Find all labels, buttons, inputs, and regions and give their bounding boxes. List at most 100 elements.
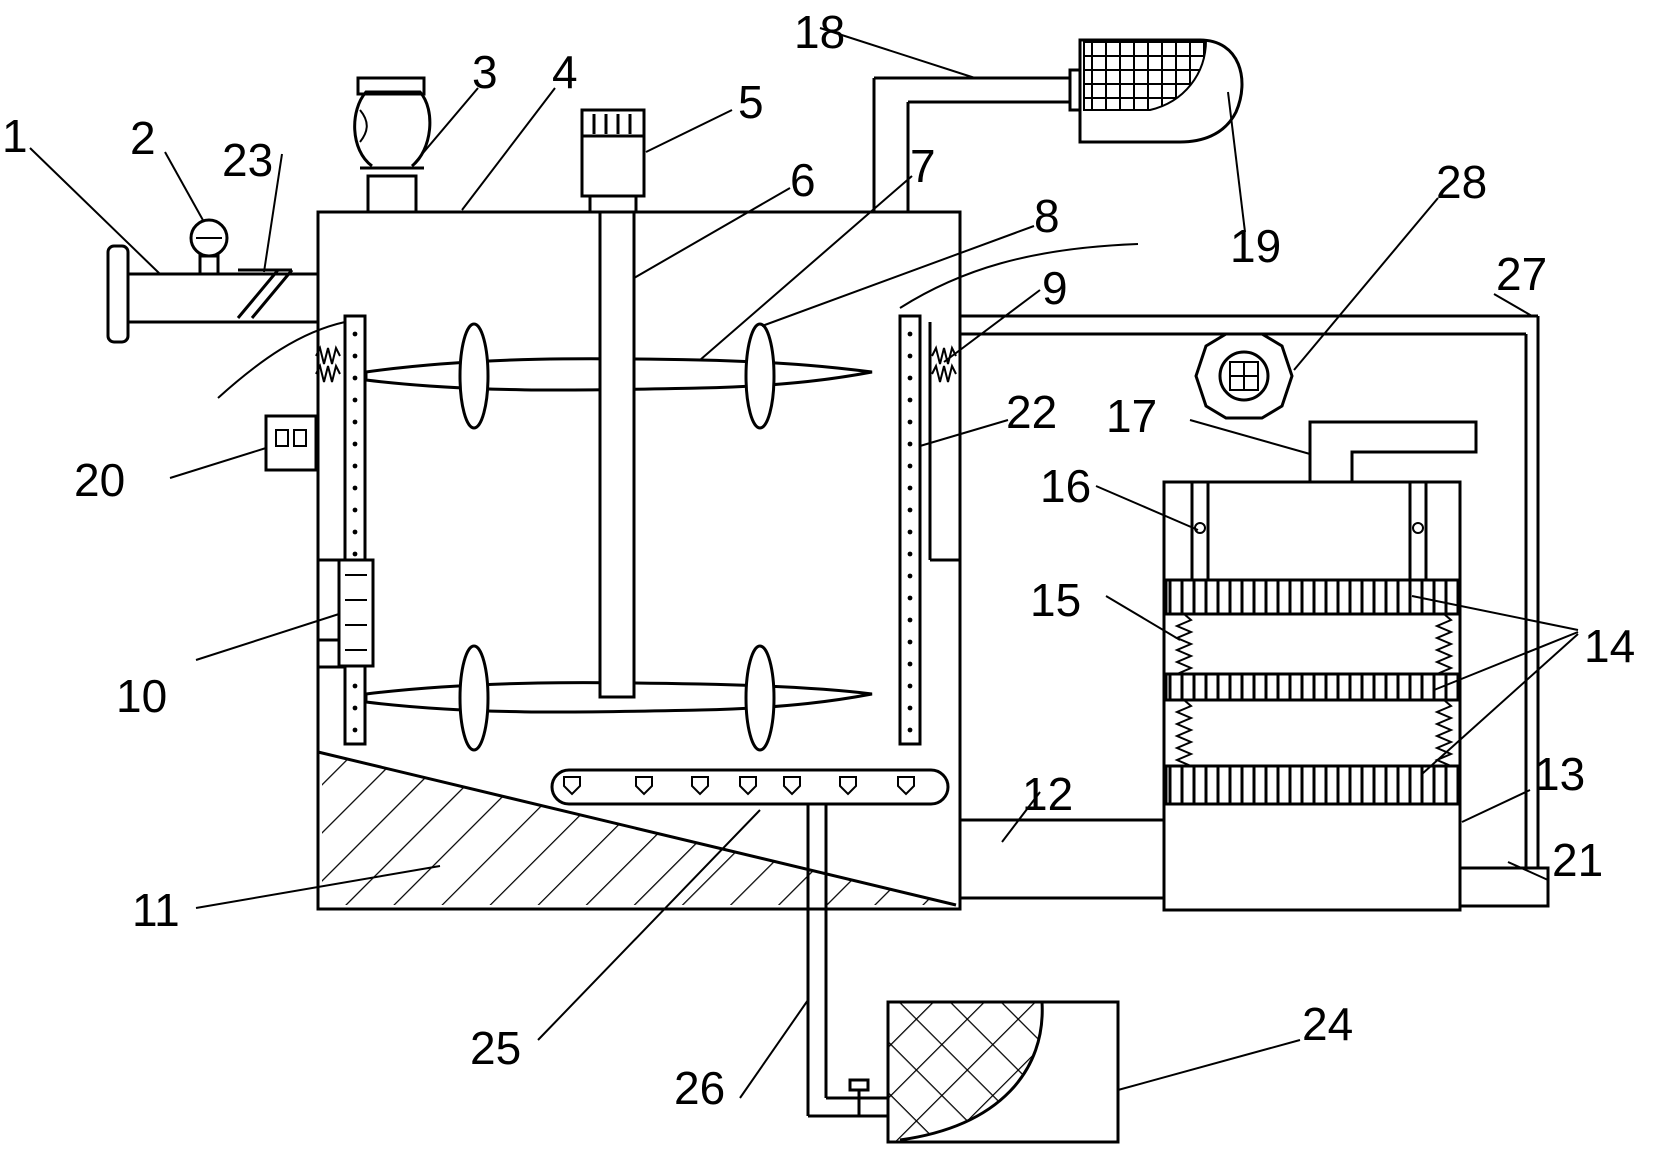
inlet-valve xyxy=(236,268,294,319)
callout-label-2: 2 xyxy=(130,112,156,164)
heating-dot xyxy=(907,639,913,645)
buffer-spring xyxy=(1434,699,1454,767)
leader-line xyxy=(1293,197,1439,371)
heating-dot xyxy=(907,573,913,579)
spray-nozzles xyxy=(563,776,915,796)
leader-line xyxy=(1117,1039,1301,1091)
heating-dot xyxy=(907,331,913,337)
leader-line xyxy=(943,289,1041,363)
heating-dot xyxy=(907,727,913,733)
viewing-window xyxy=(337,558,375,668)
leader-line xyxy=(263,153,283,273)
heating-dot xyxy=(907,529,913,535)
spray-nozzle xyxy=(897,776,915,796)
leader-lines xyxy=(29,27,1579,1099)
heating-dots xyxy=(352,331,913,733)
leader-line xyxy=(645,109,733,153)
support-base xyxy=(1458,866,1550,908)
callout-label-27: 27 xyxy=(1496,248,1547,300)
leader-line xyxy=(164,151,205,223)
callout-label-16: 16 xyxy=(1040,460,1091,512)
leader-line xyxy=(537,809,761,1041)
heating-dot xyxy=(352,485,358,491)
leader-line xyxy=(169,447,267,479)
pressure-gauge xyxy=(189,218,229,276)
exhaust-fan xyxy=(1068,38,1244,144)
heating-dot xyxy=(907,419,913,425)
heating-dot xyxy=(352,727,358,733)
callout-label-4: 4 xyxy=(552,46,578,98)
leader-line xyxy=(633,187,791,279)
stirring-paddles xyxy=(364,210,873,752)
callout-label-25: 25 xyxy=(470,1022,521,1074)
callout-label-3: 3 xyxy=(472,46,498,98)
callout-label-10: 10 xyxy=(116,670,167,722)
callout-label-26: 26 xyxy=(674,1062,725,1114)
leader-line xyxy=(195,613,340,661)
heating-dot xyxy=(907,683,913,689)
callout-label-5: 5 xyxy=(738,76,764,128)
buffer-spring xyxy=(1434,613,1454,675)
heating-dot xyxy=(907,617,913,623)
inlet-pipe xyxy=(106,218,318,344)
callout-label-22: 22 xyxy=(1006,386,1057,438)
heating-dot xyxy=(352,331,358,337)
callout-label-23: 23 xyxy=(222,134,273,186)
heating-dot xyxy=(352,705,358,711)
heating-dot xyxy=(907,595,913,601)
main-tank xyxy=(217,210,1139,911)
callout-label-20: 20 xyxy=(74,454,125,506)
leader-line xyxy=(1095,485,1199,531)
leader-line xyxy=(1507,861,1549,881)
heating-dot xyxy=(907,661,913,667)
vibration-springs xyxy=(315,345,957,383)
callout-label-1: 1 xyxy=(2,110,28,162)
leader-line xyxy=(195,865,441,909)
circulation-fan xyxy=(1194,332,1294,420)
leader-line xyxy=(1421,633,1579,775)
exhaust-duct xyxy=(872,76,1078,212)
spray-nozzle xyxy=(783,776,801,796)
leader-line xyxy=(1189,419,1311,455)
callout-label-19: 19 xyxy=(1230,220,1281,272)
callout-label-8: 8 xyxy=(1034,190,1060,242)
leader-line xyxy=(1001,791,1041,843)
heating-dot xyxy=(907,551,913,557)
callout-label-17: 17 xyxy=(1106,390,1157,442)
leader-line xyxy=(1105,595,1181,641)
leader-line xyxy=(411,87,479,167)
callout-label-7: 7 xyxy=(910,140,936,192)
heating-dot xyxy=(907,485,913,491)
spray-nozzle xyxy=(691,776,709,796)
heating-dot xyxy=(907,705,913,711)
callout-label-28: 28 xyxy=(1436,156,1487,208)
callout-label-24: 24 xyxy=(1302,998,1353,1050)
buffer-spring xyxy=(1174,613,1194,675)
leader-line xyxy=(1493,293,1533,317)
callout-label-11: 11 xyxy=(132,884,180,936)
callout-label-9: 9 xyxy=(1042,262,1068,314)
leader-line xyxy=(1411,595,1579,631)
heating-dot xyxy=(352,375,358,381)
spray-nozzle xyxy=(635,776,653,796)
drying-box xyxy=(1162,480,1462,912)
control-panel xyxy=(264,414,318,472)
heating-dot xyxy=(352,441,358,447)
heating-dot xyxy=(907,441,913,447)
leader-line xyxy=(1227,91,1246,233)
leader-line xyxy=(699,175,913,361)
heating-dot xyxy=(352,529,358,535)
leader-line xyxy=(29,147,161,275)
heating-dot xyxy=(907,463,913,469)
heating-dot xyxy=(352,551,358,557)
callout-label-13: 13 xyxy=(1534,748,1585,800)
heating-dot xyxy=(907,353,913,359)
stirring-motor xyxy=(580,108,646,212)
heating-dot xyxy=(352,463,358,469)
heating-dot xyxy=(352,507,358,513)
leader-line xyxy=(761,225,1035,327)
callout-label-21: 21 xyxy=(1552,834,1603,886)
heating-dot xyxy=(352,397,358,403)
